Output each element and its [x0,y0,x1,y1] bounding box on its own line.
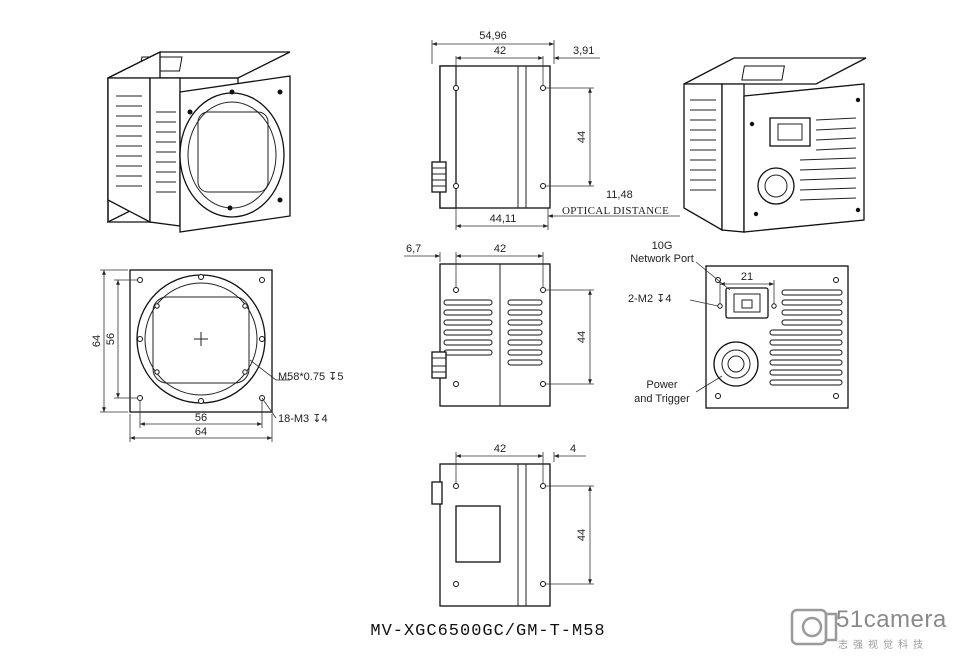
front-view: 64 56 56 64 M58*0.75 ↧5 18-M3 ↧4 [91,269,343,442]
optical-distance-label: OPTICAL DISTANCE [562,205,669,217]
callout-power-line2: and Trigger [634,393,690,405]
dim-top-body: 42 [494,45,506,57]
iso-rear-view [683,57,867,233]
callout-network-line1: 10G [652,240,673,252]
dim-top-height: 44 [576,131,588,143]
rear-view: 21 10G Network Port 2-M2 ↧4 Power and Tr… [628,240,849,409]
logo: 51camera 志强视觉科技 [790,606,966,652]
callout-thread: M58*0.75 ↧5 [278,371,343,383]
side-view-bottom: 42 4 44 [431,443,594,607]
iso-rear-back-fins [799,117,857,201]
dim-mid-height: 44 [576,331,588,343]
dim-mid-left-offset: 6,7 [406,243,421,255]
dim-top-bottom: 44,11 [490,213,517,225]
iso-front-mid-fins [156,111,176,193]
logo-subtext: 志强视觉科技 [838,640,928,651]
dim-front-width-outer: 64 [195,426,207,438]
logo-text: 51camera [836,606,947,633]
dim-bottom-body: 42 [494,443,506,455]
side-view-top: 54,96 42 3,91 44 44,11 11,48 OPTICAL DIS… [431,30,680,230]
dim-bottom-offset: 4 [570,443,576,455]
dim-front-height-outer: 64 [91,335,103,347]
dim-front-width-inner: 56 [195,412,207,424]
callout-screws: 18-M3 ↧4 [278,413,328,425]
iso-front-fins [116,95,142,187]
dim-optical-value: 11,48 [606,189,633,201]
iso-rear-side-fins [690,99,716,191]
mid-view-fins-right [507,299,543,366]
dim-top-offset: 3,91 [573,45,594,57]
logo-mark [790,608,838,646]
iso-front-view [107,50,291,233]
rear-view-fins [769,289,843,386]
model-caption: MV-XGC6500GC/GM-T-M58 [370,622,606,641]
callout-network-line2: Network Port [630,253,694,265]
callout-mounting: 2-M2 ↧4 [628,293,671,305]
callout-power-line1: Power [646,379,678,391]
mid-view-fins-left [443,299,493,356]
dim-top-overall: 54,96 [479,30,507,42]
dim-mid-body: 42 [494,243,506,255]
dim-rear-width: 21 [741,271,753,283]
side-view-middle: 6,7 42 44 [404,243,594,407]
dim-front-height-inner: 56 [105,333,117,345]
dim-bottom-height: 44 [576,529,588,541]
